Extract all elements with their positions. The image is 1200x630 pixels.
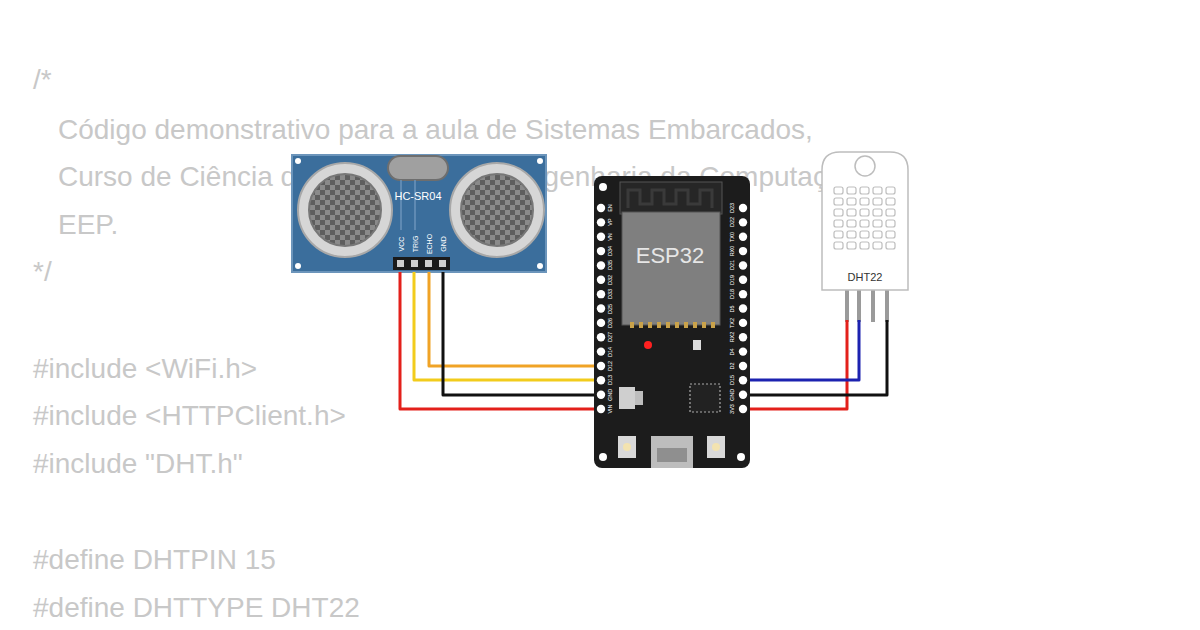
pin-name: RX0	[730, 246, 736, 257]
pin-name: D35	[608, 260, 614, 270]
temperature-sensor: DHT22	[822, 152, 908, 320]
ultrasonic-module: HC-SR04	[292, 155, 546, 272]
pin-name: EN	[608, 204, 614, 212]
pin-name: D22	[730, 217, 736, 227]
wire	[429, 272, 594, 366]
pin-name: GND	[440, 236, 447, 252]
pin-name: VIN	[608, 404, 614, 413]
wire	[400, 272, 594, 409]
pin-name: D5	[730, 305, 736, 312]
pin-name: GND	[608, 389, 614, 401]
part-label: HC-SR04	[394, 190, 441, 202]
wire	[750, 320, 887, 395]
pin-name: D34	[608, 246, 614, 256]
wire	[750, 320, 859, 380]
pin-name: 3V3	[730, 404, 736, 414]
pin-name: D25	[608, 303, 614, 313]
pin-name: D19	[730, 275, 736, 285]
pin-name: D21	[730, 260, 736, 270]
code-line: */	[33, 256, 52, 288]
pin-name: VCC	[398, 237, 405, 252]
pin-name: D13	[608, 375, 614, 385]
pin-name: D18	[730, 289, 736, 299]
pin-name: GND	[730, 389, 736, 401]
code-line: #include <HTTPClient.h>	[33, 400, 346, 432]
code-line: EEP.	[58, 209, 118, 241]
part-label: DHT22	[848, 271, 883, 283]
pin-name: D26	[608, 318, 614, 328]
esp32-board	[594, 176, 750, 468]
pin-name: VP	[608, 219, 614, 226]
code-line: #include <WiFi.h>	[33, 353, 257, 385]
pin-name: D14	[608, 347, 614, 357]
pin-name: D27	[608, 332, 614, 342]
pin-name: D2	[730, 362, 736, 369]
wire	[414, 272, 594, 380]
code-line: #define DHTPIN 15	[33, 544, 276, 576]
code-line: #define DHTTYPE DHT22	[33, 592, 360, 624]
pin-name: RX2	[730, 332, 736, 343]
pin-name: D23	[730, 203, 736, 213]
ultrasonic-sensor	[292, 155, 546, 272]
part-label: ESP32	[636, 243, 705, 269]
pin-name: D4	[730, 348, 736, 355]
pin-name: D32	[608, 275, 614, 285]
code-line: Código demonstrativo para a aula de Sist…	[58, 114, 813, 146]
pin-name: TRIG	[412, 236, 419, 253]
code-line: #include "DHT.h"	[33, 448, 243, 480]
pin-name: VN	[608, 233, 614, 241]
pin-name: TX0	[730, 232, 736, 242]
pin-name: TX2	[730, 318, 736, 328]
wire	[443, 272, 594, 395]
pin-name: D33	[608, 289, 614, 299]
microcontroller-board: ESP32	[594, 176, 750, 468]
pin-name: ECHO	[426, 234, 433, 254]
pin-name: D12	[608, 361, 614, 371]
pin-name: D15	[730, 375, 736, 385]
dht22-sensor	[822, 152, 908, 322]
code-line: /*	[33, 64, 52, 96]
